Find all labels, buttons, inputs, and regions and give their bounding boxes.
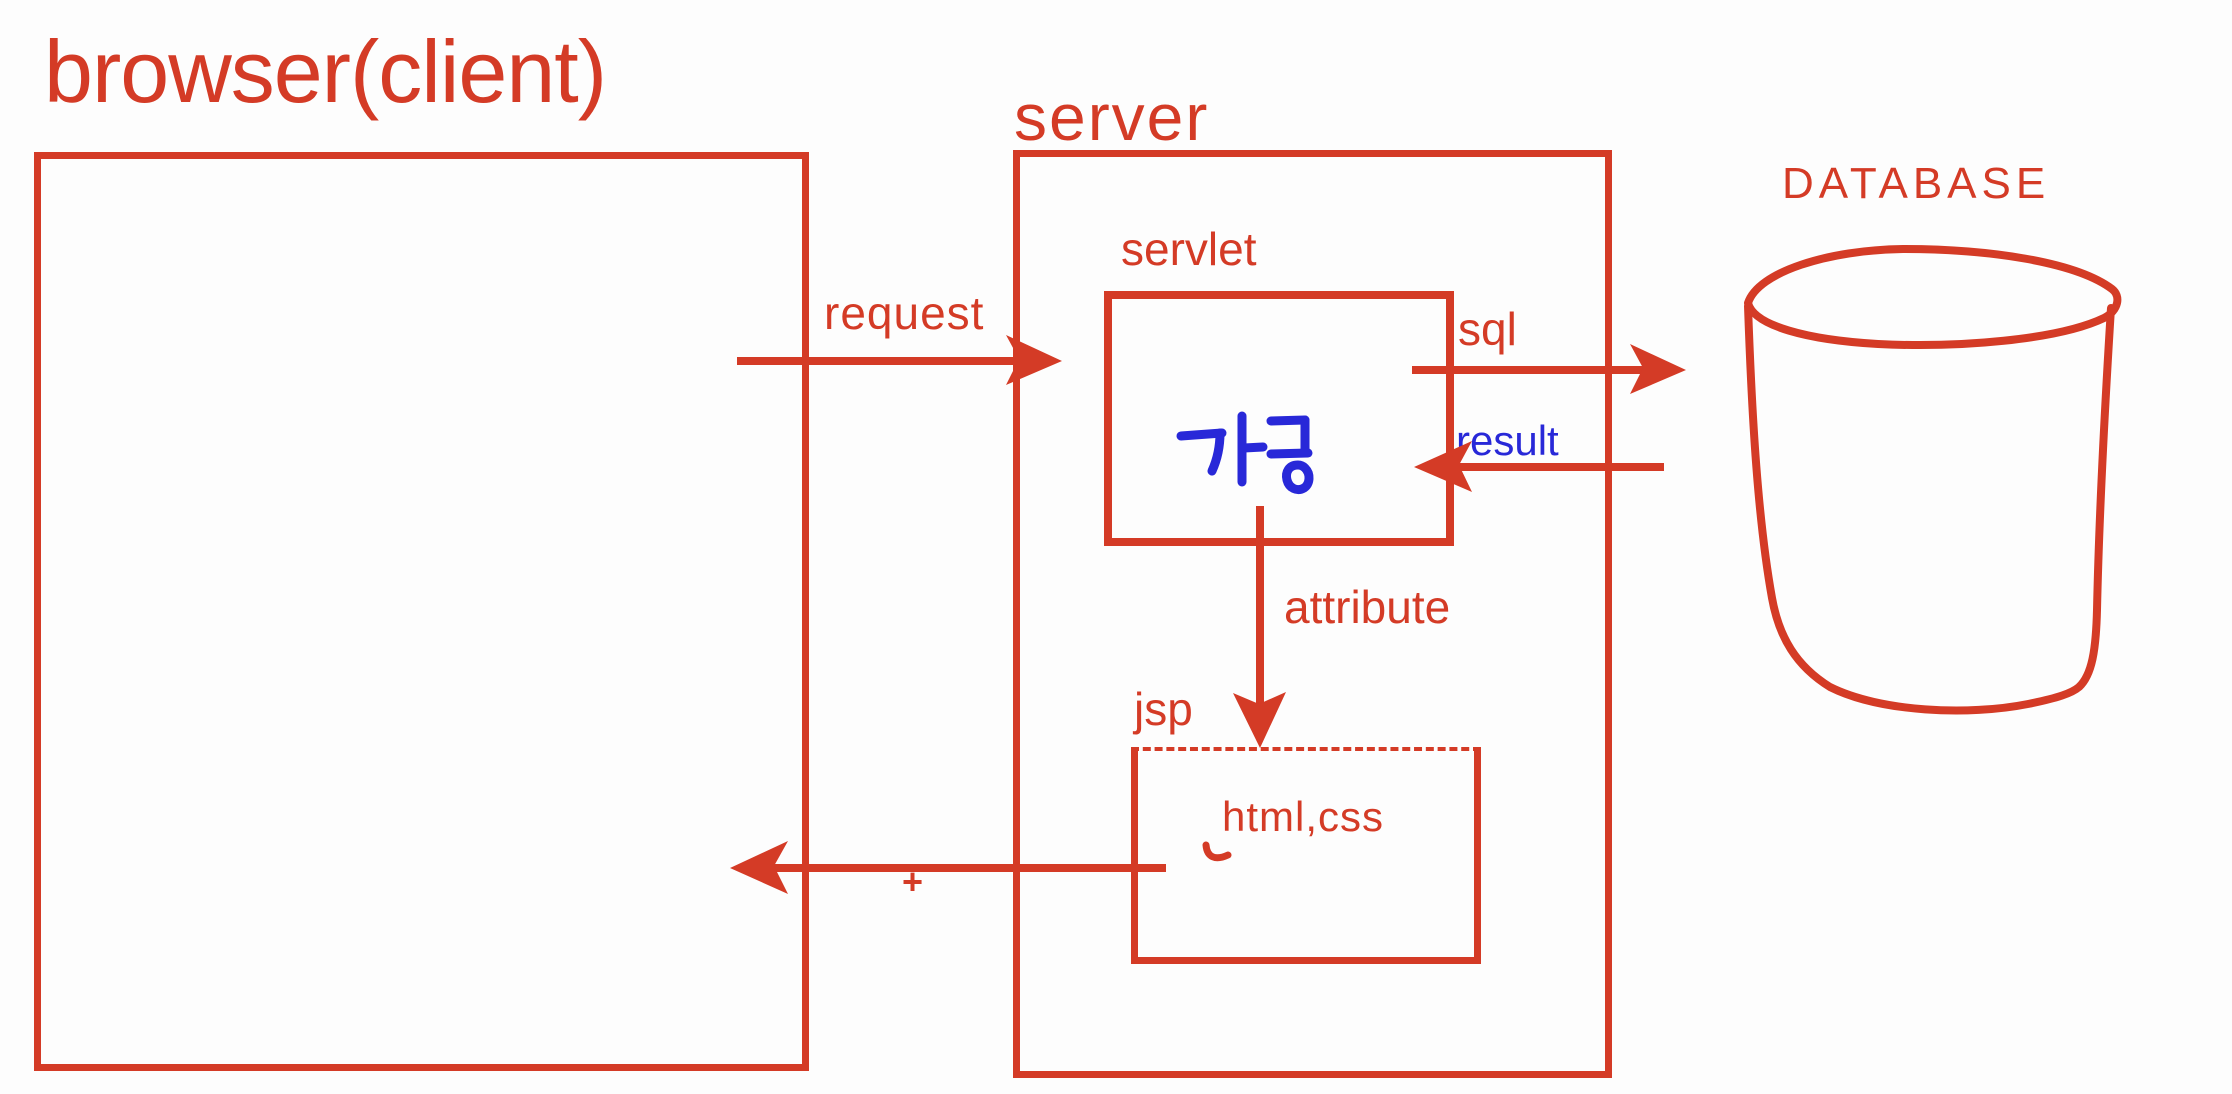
jsp-label: jsp bbox=[1134, 683, 1193, 735]
servlet-label: servlet bbox=[1121, 223, 1257, 275]
browser-box bbox=[34, 152, 809, 1071]
korean-strokes bbox=[1176, 411, 1314, 495]
database-cylinder-icon bbox=[1744, 245, 2122, 715]
server-title: server bbox=[1014, 80, 1210, 154]
sql-label: sql bbox=[1458, 303, 1517, 355]
plus-mark: + bbox=[902, 861, 924, 902]
html-css-label: html,css bbox=[1222, 793, 1385, 840]
database-title: DATABASE bbox=[1782, 159, 2051, 208]
processing-korean-label bbox=[1172, 408, 1322, 498]
server-box bbox=[1013, 150, 1612, 1078]
jsp-box bbox=[1131, 747, 1481, 964]
attribute-label: attribute bbox=[1284, 581, 1451, 633]
request-label: request bbox=[824, 287, 985, 339]
result-label: result bbox=[1456, 417, 1559, 464]
servlet-box bbox=[1104, 291, 1454, 546]
browser-title: browser(client) bbox=[44, 22, 607, 121]
